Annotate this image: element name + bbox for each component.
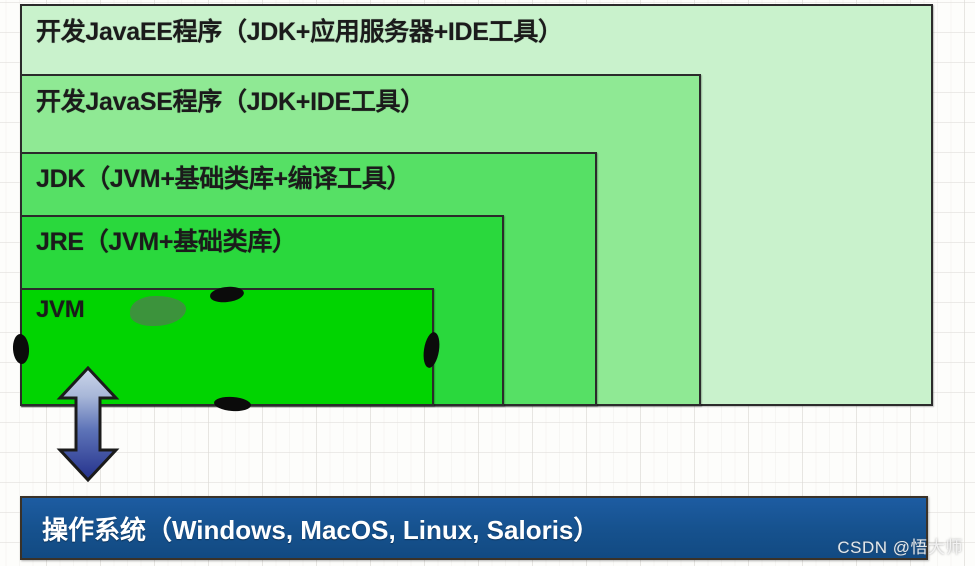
- layer-label-jre: JRE（JVM+基础类库）: [36, 228, 297, 256]
- layer-label-jdk: JDK（JVM+基础类库+编译工具）: [36, 165, 412, 193]
- operating-system-bar: 操作系统（Windows, MacOS, Linux, Saloris）: [20, 496, 928, 560]
- layer-label-jvm: JVM: [36, 296, 85, 323]
- layer-label-javase: 开发JavaSE程序（JDK+IDE工具）: [36, 88, 425, 116]
- operating-system-label: 操作系统（Windows, MacOS, Linux, Saloris）: [42, 514, 600, 545]
- layer-label-javaee: 开发JavaEE程序（JDK+应用服务器+IDE工具）: [36, 18, 563, 46]
- double-headed-arrow-icon: [56, 366, 120, 482]
